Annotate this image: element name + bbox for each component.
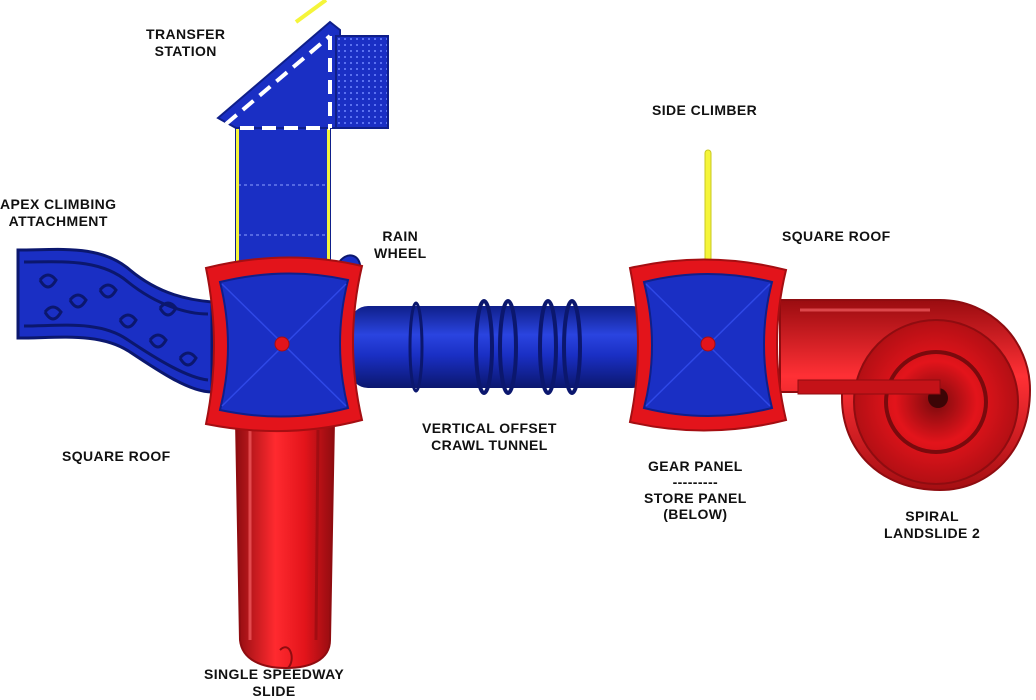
label-square-roof-right: SQUARE ROOF bbox=[782, 228, 891, 244]
label-side-climber: SIDE CLIMBER bbox=[652, 102, 758, 118]
apex-climbing-attachment bbox=[16, 247, 214, 394]
label-gear-store-panel: GEAR PANEL---------STORE PANEL(BELOW) bbox=[644, 458, 747, 522]
single-speedway-slide bbox=[234, 419, 336, 670]
transfer-station bbox=[216, 0, 389, 277]
vertical-offset-crawl-tunnel bbox=[350, 299, 650, 395]
label-square-roof-left: SQUARE ROOF bbox=[62, 448, 171, 464]
spiral-landslide-2 bbox=[779, 299, 1032, 492]
square-roof-left bbox=[204, 256, 364, 433]
square-roof-right bbox=[628, 258, 788, 432]
side-climber bbox=[704, 149, 712, 271]
